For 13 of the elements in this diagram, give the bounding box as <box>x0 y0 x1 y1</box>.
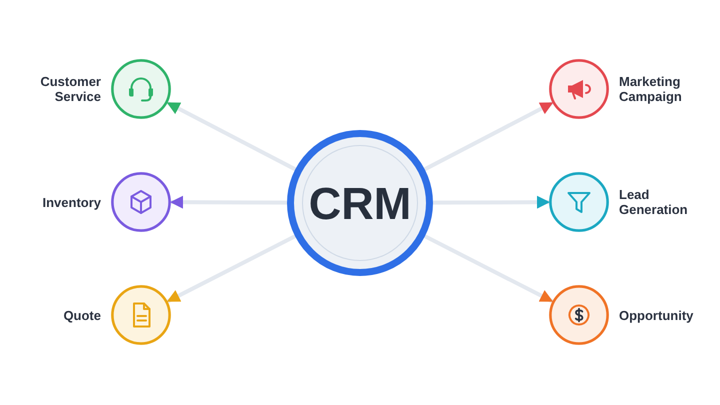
connector-arrow <box>166 234 296 304</box>
node-label: Marketing Campaign <box>619 74 683 104</box>
connector-arrow <box>166 101 296 172</box>
connector-arrow <box>433 196 550 209</box>
node-label: Opportunity <box>619 308 694 322</box>
node-label: Lead Generation <box>619 187 689 217</box>
node-label: Inventory <box>42 194 101 210</box>
connector-arrow <box>170 196 287 209</box>
connector-arrow <box>424 101 554 172</box>
node-label: Customer Service <box>39 74 101 104</box>
connector-arrow <box>424 234 554 304</box>
node-label: Quote <box>63 308 101 322</box>
hub-title: CRM <box>308 180 412 226</box>
